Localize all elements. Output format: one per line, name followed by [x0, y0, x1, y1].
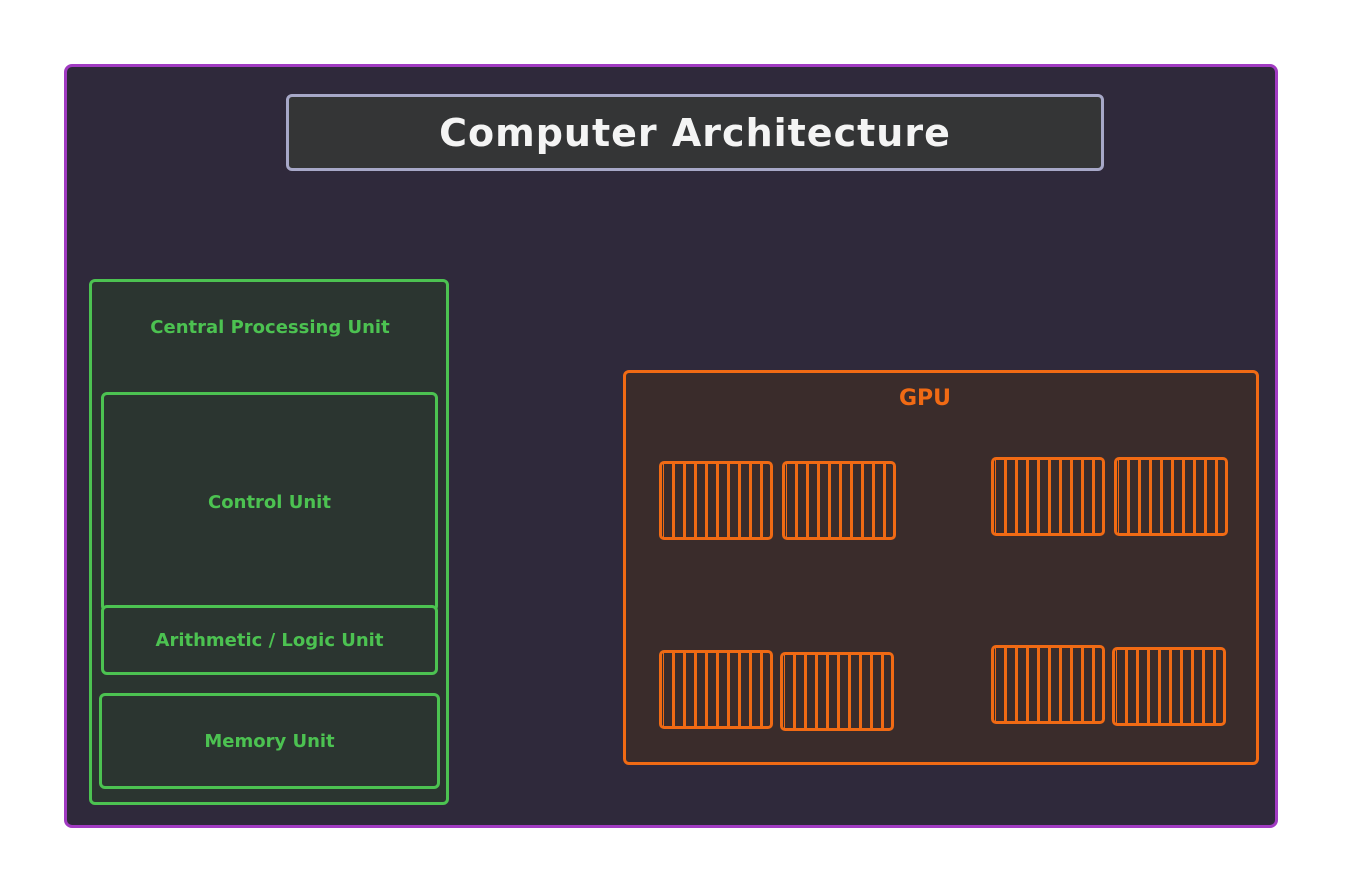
gpu-core-block: [1112, 647, 1226, 726]
gpu-core-block: [659, 461, 773, 540]
gpu-core-block: [1114, 457, 1228, 536]
gpu-label: GPU: [898, 386, 952, 411]
gpu-core-block: [780, 652, 894, 731]
gpu-core-block: [991, 457, 1105, 536]
gpu-core-block: [782, 461, 896, 540]
memory-unit-box: Memory Unit: [99, 693, 440, 789]
alu-box: Arithmetic / Logic Unit: [101, 605, 438, 675]
alu-label: Arithmetic / Logic Unit: [155, 629, 384, 651]
diagram-title: Computer Architecture: [439, 110, 951, 155]
control-unit-box: Control Unit: [101, 392, 438, 612]
title-box: Computer Architecture: [286, 94, 1104, 171]
control-unit-label: Control Unit: [208, 491, 331, 513]
gpu-core-block: [659, 650, 773, 729]
memory-unit-label: Memory Unit: [204, 730, 335, 752]
gpu-core-block: [991, 645, 1105, 724]
cpu-label: Central Processing Unit: [150, 317, 390, 338]
